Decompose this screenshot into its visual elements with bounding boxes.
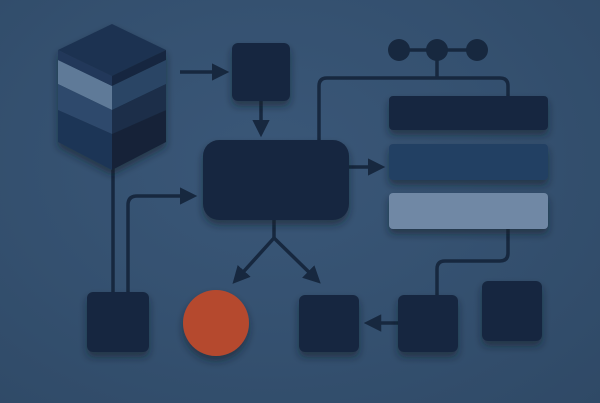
bar-node-light: [389, 193, 548, 229]
isolated-square-node: [482, 281, 542, 341]
bar-node-top: [389, 96, 548, 130]
top-square-node: [232, 43, 290, 101]
cube-database-icon: [58, 24, 166, 170]
bottom-middle-square-node: [299, 295, 359, 352]
bar-to-right-square-line: [435, 229, 510, 295]
process-to-bus-line: [317, 76, 510, 140]
branch-to-circle-arrow: [232, 236, 276, 284]
connector-dot-right: [466, 39, 488, 61]
connector-dot-middle: [426, 39, 448, 61]
bottom-square-to-process-arrow: [126, 187, 198, 292]
accent-circle-node: [183, 290, 249, 356]
bottom-right-square-node: [398, 295, 458, 352]
connector-dot-left: [388, 39, 410, 61]
bottom-left-square-node: [87, 292, 149, 352]
main-process-node: [203, 140, 349, 220]
branch-to-square-arrow: [272, 236, 321, 284]
bar-node-middle: [389, 144, 548, 180]
